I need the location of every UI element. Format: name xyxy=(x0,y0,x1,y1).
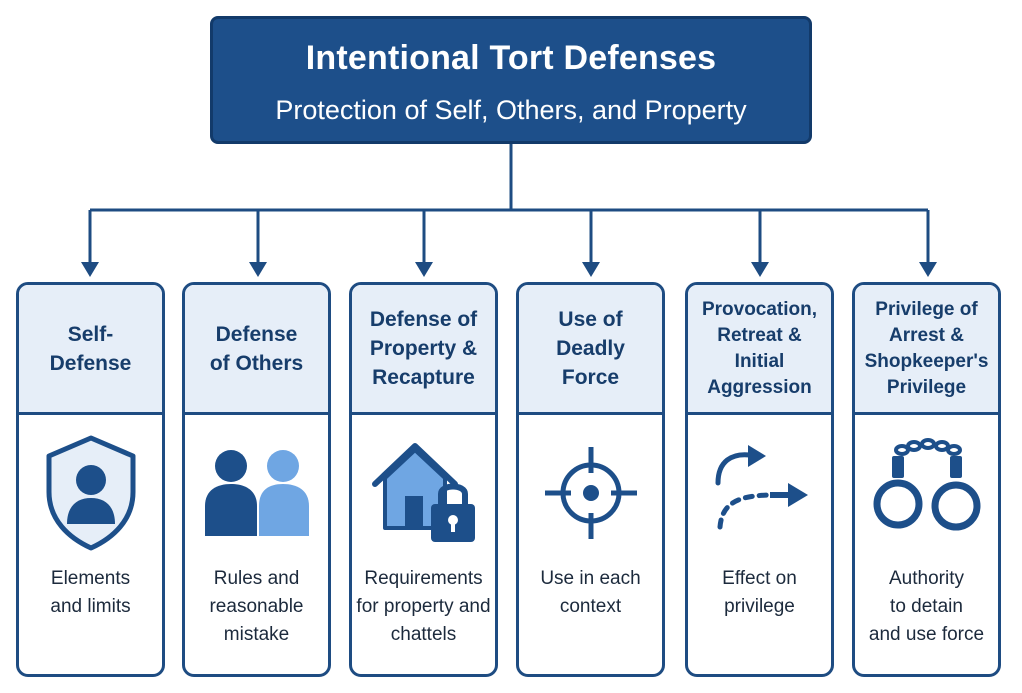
handcuffs-icon xyxy=(855,433,998,553)
arrow-head xyxy=(415,262,433,277)
curved-arrows-icon xyxy=(688,433,831,553)
diagram-title: Intentional Tort Defenses xyxy=(305,39,717,77)
arrow-head xyxy=(751,262,769,277)
card-title: Self-Defense xyxy=(19,285,162,415)
shield-person-icon xyxy=(19,433,162,553)
arrow-head xyxy=(81,262,99,277)
two-people-icon xyxy=(185,433,328,553)
arrow-head xyxy=(582,262,600,277)
title-box: Intentional Tort Defenses Protection of … xyxy=(210,16,812,144)
diagram-subtitle: Protection of Self, Others, and Property xyxy=(275,95,747,125)
arrow-head xyxy=(919,262,937,277)
arrow-head xyxy=(249,262,267,277)
house-lock-icon xyxy=(352,433,495,553)
crosshair-icon xyxy=(519,433,662,553)
